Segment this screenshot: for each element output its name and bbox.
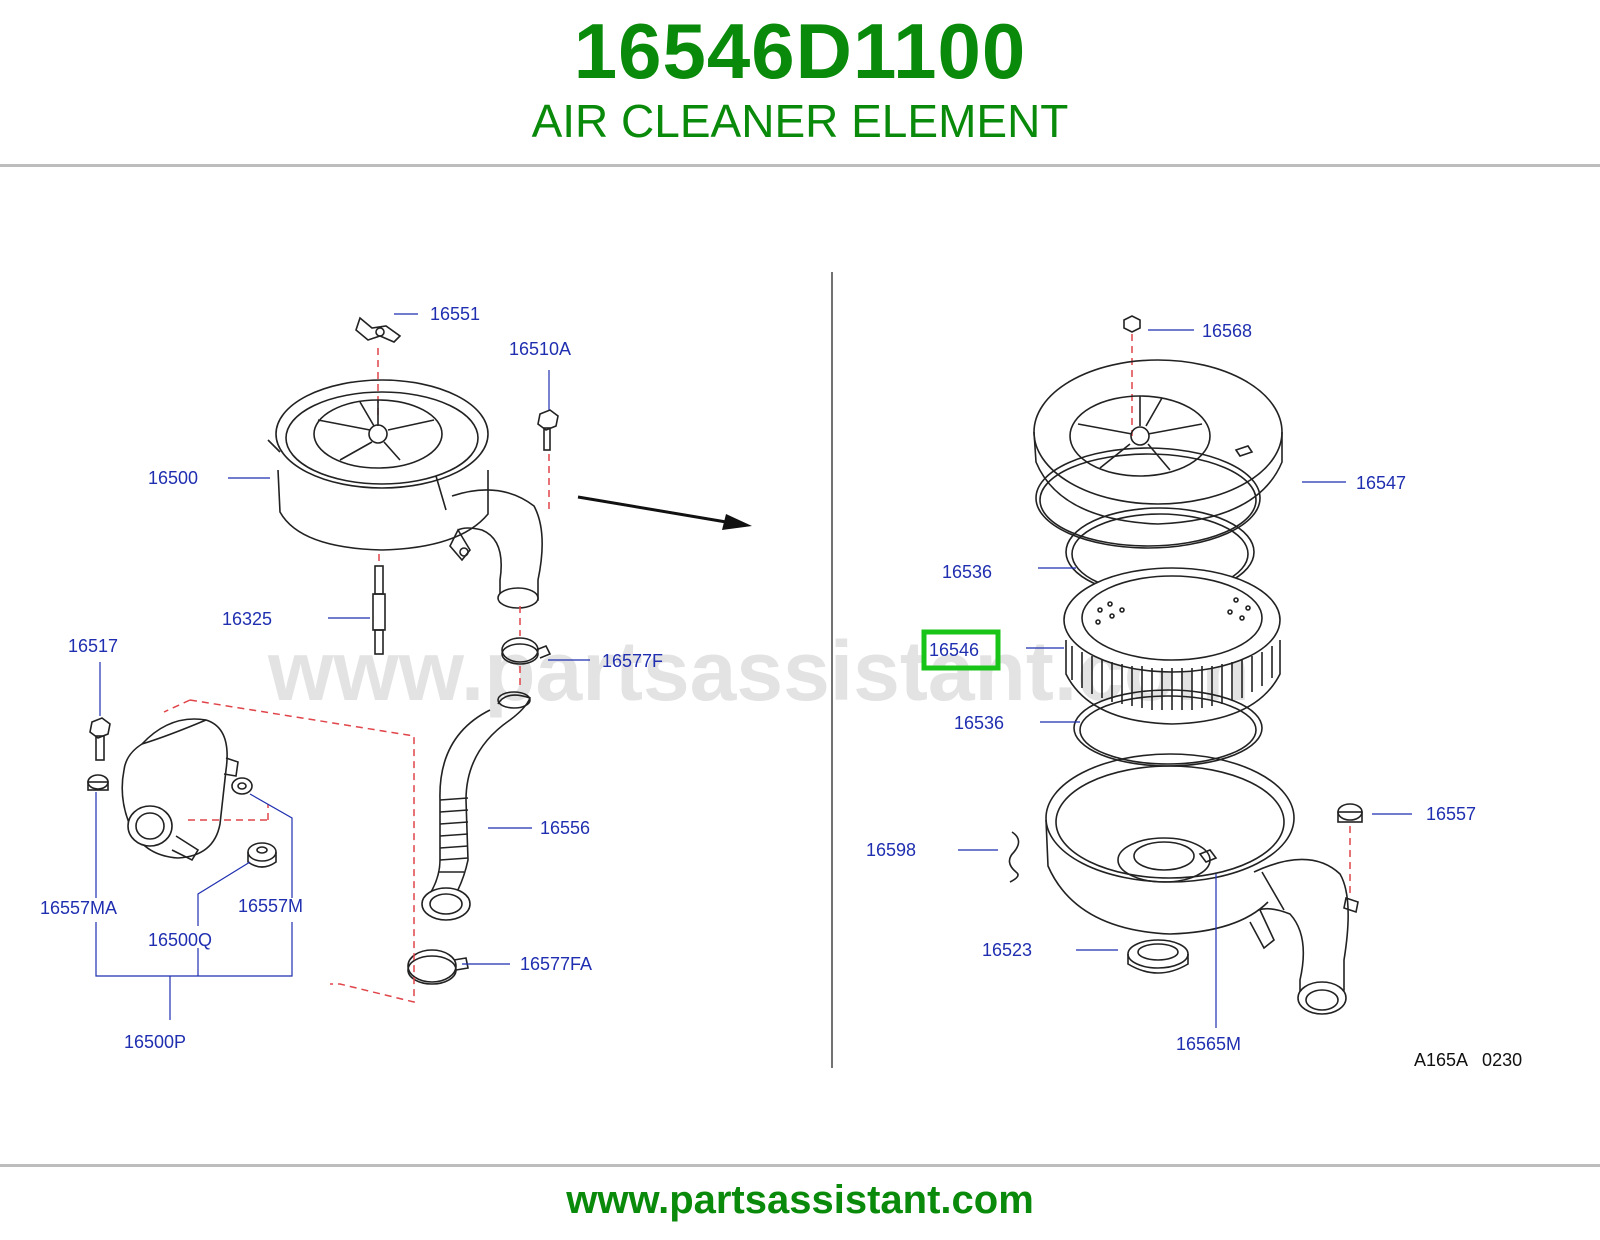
- footer-divider: [0, 1164, 1600, 1167]
- label-16556[interactable]: 16556: [540, 818, 590, 838]
- highlight-box: [921, 629, 1001, 671]
- seal-part: [1127, 939, 1189, 974]
- diagram-code: A165A 0230: [1414, 1050, 1522, 1070]
- label-16536-upper[interactable]: 16536: [942, 562, 992, 582]
- clip-part: [1008, 831, 1020, 883]
- part-name-subtitle: AIR CLEANER ELEMENT: [531, 95, 1069, 147]
- label-16523[interactable]: 16523: [982, 940, 1032, 960]
- clamp-16577FA-part: [407, 949, 469, 985]
- label-16598[interactable]: 16598: [866, 840, 916, 860]
- resonator-part: [121, 718, 239, 862]
- label-16325[interactable]: 16325: [222, 609, 272, 629]
- duct-hose-part: [421, 691, 532, 921]
- label-16551[interactable]: 16551: [430, 304, 480, 324]
- right-part-labels: 16568 16547 16536 16546 16536 16557 1659…: [866, 321, 1476, 1054]
- label-16577FA[interactable]: 16577FA: [520, 954, 592, 974]
- wing-nut-part: [355, 316, 402, 343]
- label-16547[interactable]: 16547: [1356, 473, 1406, 493]
- bolt-16517-part: [89, 717, 111, 761]
- footer-website-url[interactable]: www.partsassistant.com: [566, 1178, 1034, 1222]
- right-leader-lines: [958, 329, 1412, 1028]
- gasket-upper-part: [1035, 447, 1261, 549]
- grommet-16557M-part: [231, 777, 253, 795]
- left-assembly-drawing: [87, 316, 559, 1003]
- part-number-title: 16546D1100: [573, 7, 1027, 95]
- label-16557[interactable]: 16557: [1426, 804, 1476, 824]
- label-16517[interactable]: 16517: [68, 636, 118, 656]
- header-divider: [0, 164, 1600, 167]
- guide-dash-box: [189, 699, 415, 1003]
- grommet-16557-part: [1337, 803, 1363, 823]
- label-16546-highlighted[interactable]: 16546: [929, 640, 979, 660]
- left-part-labels: 16551 16510A 16500 16325 16517 16577F 16…: [40, 304, 663, 1052]
- label-16536-lower[interactable]: 16536: [954, 713, 1004, 733]
- page-header: 16546D1100 AIR CLEANER ELEMENT: [0, 0, 1600, 168]
- label-16557M[interactable]: 16557M: [238, 896, 303, 916]
- right-assembly-drawing: [1008, 315, 1363, 1015]
- label-16565M[interactable]: 16565M: [1176, 1034, 1241, 1054]
- clamp-16577F-part: [501, 637, 552, 665]
- label-16577F[interactable]: 16577F: [602, 651, 663, 671]
- label-16568[interactable]: 16568: [1202, 321, 1252, 341]
- lower-body-part: [1045, 753, 1359, 1015]
- air-cleaner-element-part: [1063, 567, 1281, 725]
- label-16500P[interactable]: 16500P: [124, 1032, 186, 1052]
- left-leader-lines: [95, 313, 590, 1020]
- top-cover-part: [1033, 359, 1283, 525]
- grommet-16500Q-part: [247, 842, 277, 868]
- label-16557MA[interactable]: 16557MA: [40, 898, 117, 918]
- stud-part: [372, 565, 386, 655]
- label-16500[interactable]: 16500: [148, 468, 198, 488]
- label-16510A[interactable]: 16510A: [509, 339, 571, 359]
- air-cleaner-housing-part: [267, 379, 543, 609]
- detail-arrow: [577, 495, 752, 530]
- wing-nut-16568-part: [1123, 315, 1141, 333]
- grommet-16557MA-part: [87, 774, 109, 791]
- label-16500Q[interactable]: 16500Q: [148, 930, 212, 950]
- guide-dash: [163, 699, 191, 713]
- bolt-16510A-part: [537, 409, 559, 451]
